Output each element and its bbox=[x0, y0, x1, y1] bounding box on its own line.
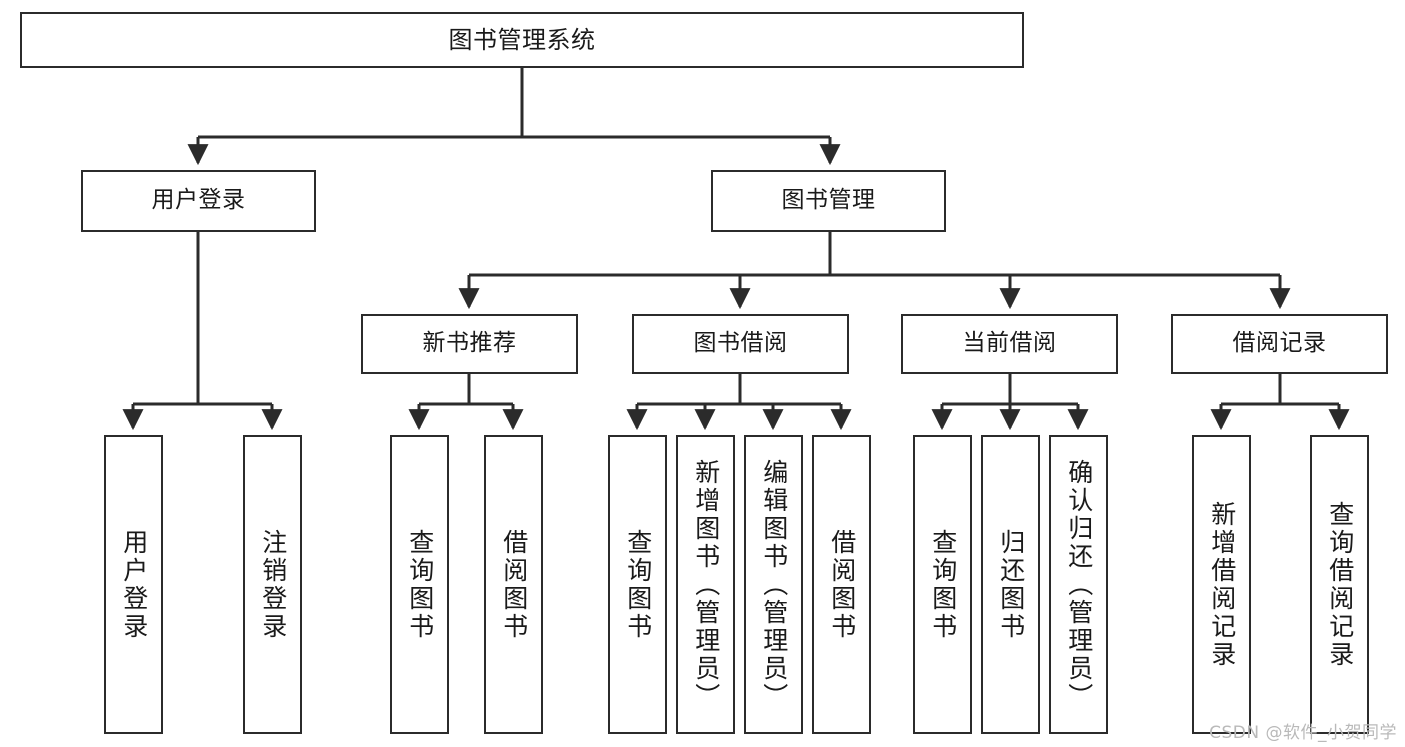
node-label: 新书推荐 bbox=[422, 330, 517, 357]
node-label: 图书管理 bbox=[781, 187, 876, 214]
node-label: 图书管理系统 bbox=[448, 25, 596, 54]
leaf-new-book-borrow-book[interactable]: 借阅图书 bbox=[484, 435, 543, 734]
leaf-current-borrow-return-book[interactable]: 归还图书 bbox=[981, 435, 1040, 734]
node-label: 图书借阅 bbox=[693, 330, 788, 357]
node-label: 借阅记录 bbox=[1232, 330, 1327, 357]
node-label: 注销登录 bbox=[258, 528, 288, 641]
leaf-current-borrow-query-book[interactable]: 查询图书 bbox=[913, 435, 972, 734]
node-book-borrowing[interactable]: 图书借阅 bbox=[632, 314, 849, 374]
csdn-watermark: CSDN @软件_小贺同学 bbox=[1209, 723, 1397, 743]
leaf-book-borrow-edit-book-admin[interactable]: 编辑图书（管理员） bbox=[744, 435, 803, 734]
node-label: 新增图书（管理员） bbox=[691, 458, 721, 711]
node-label: 借阅图书 bbox=[827, 528, 857, 641]
node-label: 当前借阅 bbox=[962, 330, 1057, 357]
node-label: 新增借阅记录 bbox=[1207, 500, 1237, 669]
node-label: 用户登录 bbox=[151, 187, 246, 214]
node-label: 归还图书 bbox=[996, 528, 1026, 641]
node-label: 编辑图书（管理员） bbox=[759, 458, 789, 711]
leaf-book-borrow-borrow-book[interactable]: 借阅图书 bbox=[812, 435, 871, 734]
node-label: 借阅图书 bbox=[499, 528, 529, 641]
node-user-login[interactable]: 用户登录 bbox=[81, 170, 316, 232]
leaf-borrow-record-add-record[interactable]: 新增借阅记录 bbox=[1192, 435, 1251, 734]
node-book-management[interactable]: 图书管理 bbox=[711, 170, 946, 232]
node-label: 查询图书 bbox=[405, 528, 435, 641]
node-label: 查询图书 bbox=[623, 528, 653, 641]
node-borrowing-record[interactable]: 借阅记录 bbox=[1171, 314, 1388, 374]
leaf-borrow-record-query-record[interactable]: 查询借阅记录 bbox=[1310, 435, 1369, 734]
node-label: 查询图书 bbox=[928, 528, 958, 641]
leaf-book-borrow-query-book[interactable]: 查询图书 bbox=[608, 435, 667, 734]
node-label: 查询借阅记录 bbox=[1325, 500, 1355, 669]
node-label: 确认归还（管理员） bbox=[1064, 458, 1094, 711]
leaf-new-book-query-book[interactable]: 查询图书 bbox=[390, 435, 449, 734]
leaf-current-borrow-confirm-return-admin[interactable]: 确认归还（管理员） bbox=[1049, 435, 1108, 734]
leaf-user-login-login[interactable]: 用户登录 bbox=[104, 435, 163, 734]
node-current-borrowing[interactable]: 当前借阅 bbox=[901, 314, 1118, 374]
leaf-user-login-logout[interactable]: 注销登录 bbox=[243, 435, 302, 734]
node-label: 用户登录 bbox=[119, 528, 149, 641]
node-root-book-management-system[interactable]: 图书管理系统 bbox=[20, 12, 1024, 68]
node-new-book-recommendation[interactable]: 新书推荐 bbox=[361, 314, 578, 374]
leaf-book-borrow-add-book-admin[interactable]: 新增图书（管理员） bbox=[676, 435, 735, 734]
